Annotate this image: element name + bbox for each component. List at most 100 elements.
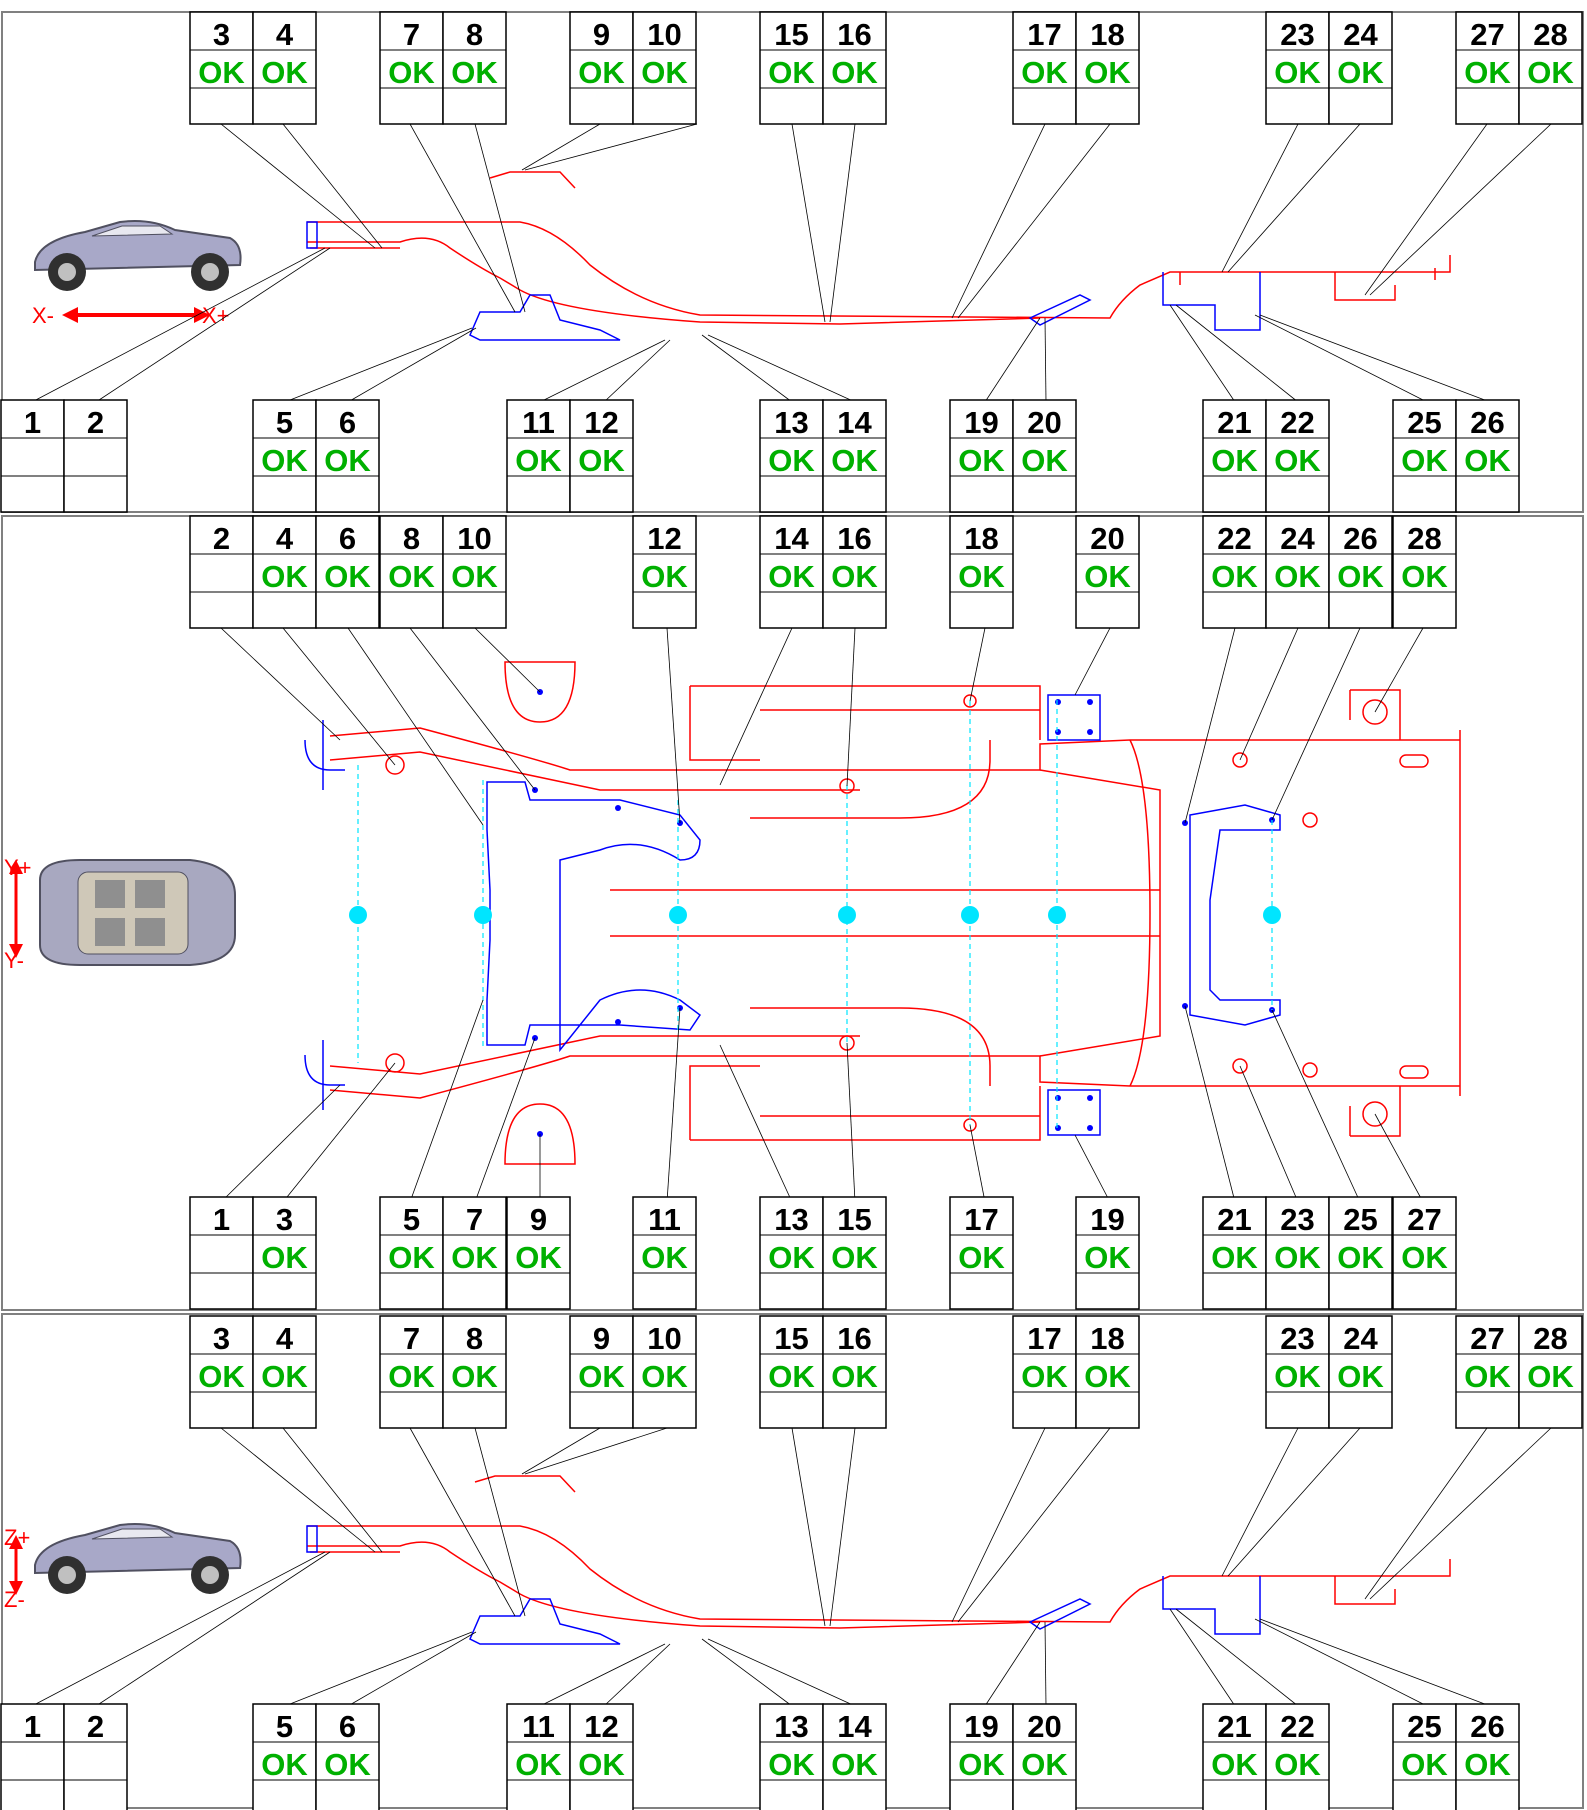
car-side-icon — [34, 220, 242, 291]
status-text: OK — [324, 1747, 371, 1782]
measurement-box-side_top-1: 1 — [0, 399, 65, 513]
status-text: OK — [831, 559, 878, 594]
box-frame — [759, 1315, 824, 1429]
point-number: 9 — [530, 1202, 547, 1237]
status-text: OK — [451, 1359, 498, 1394]
status-text: OK — [831, 1359, 878, 1394]
status-text: OK — [1084, 1240, 1131, 1275]
box-frame — [252, 1703, 317, 1810]
box-frame — [1328, 1196, 1393, 1310]
point-number: 7 — [403, 1321, 420, 1356]
measurement-box-plan-5: 5OK — [379, 1196, 444, 1310]
car-top-icon — [39, 859, 236, 966]
point-number: 1 — [24, 1709, 41, 1744]
point-number: 14 — [837, 405, 872, 440]
axis-label-z-minus: Z- — [4, 1587, 25, 1612]
point-number: 22 — [1217, 521, 1251, 556]
box-frame — [0, 1703, 65, 1810]
status-text: OK — [515, 1240, 562, 1275]
status-text: OK — [261, 443, 308, 478]
point-number: 14 — [774, 521, 809, 556]
measurement-box-side_top-6: 6OK — [315, 399, 380, 513]
point-number: 10 — [647, 1321, 681, 1356]
point-number: 23 — [1280, 17, 1314, 52]
status-text: OK — [768, 443, 815, 478]
box-frame — [252, 399, 317, 513]
point-number: 13 — [774, 1709, 808, 1744]
point-number: 10 — [457, 521, 491, 556]
status-text: OK — [451, 55, 498, 90]
status-text: OK — [1464, 443, 1511, 478]
point-number: 11 — [648, 1202, 681, 1237]
status-text: OK — [515, 443, 562, 478]
box-frame — [506, 1703, 571, 1810]
status-text: OK — [831, 443, 878, 478]
subframe-plan — [304, 694, 1281, 1136]
point-number: 20 — [1027, 405, 1061, 440]
box-frame — [1075, 1315, 1140, 1429]
measurement-box-side_top-8: 8OK — [442, 11, 507, 125]
point-number: 23 — [1280, 1202, 1314, 1237]
measurement-box-plan-2: 2 — [189, 515, 254, 629]
point-number: 8 — [403, 521, 420, 556]
point-number: 16 — [837, 521, 871, 556]
point-number: 6 — [339, 521, 356, 556]
status-text: OK — [578, 1359, 625, 1394]
status-text: OK — [1211, 1747, 1258, 1782]
box-frame — [1202, 1196, 1267, 1310]
point-number: 25 — [1343, 1202, 1377, 1237]
measurement-box-side_top-2: 2 — [63, 399, 128, 513]
status-text: OK — [261, 1747, 308, 1782]
status-text: OK — [1401, 1747, 1448, 1782]
point-number: 14 — [837, 1709, 872, 1744]
status-text: OK — [324, 559, 371, 594]
point-number: 7 — [466, 1202, 483, 1237]
leader-lines-plan — [220, 627, 1424, 1203]
axis-label-y-minus: Y- — [4, 948, 24, 973]
point-number: 26 — [1343, 521, 1377, 556]
point-number: 28 — [1533, 1321, 1567, 1356]
status-text: OK — [768, 1747, 815, 1782]
box-frame — [1265, 515, 1330, 629]
box-frame — [1392, 1196, 1457, 1310]
status-text: OK — [1274, 1240, 1321, 1275]
box-frame — [1265, 399, 1330, 513]
box-frame — [252, 1196, 317, 1310]
status-text: OK — [578, 443, 625, 478]
measurement-boxes: 3OK4OK7OK8OK9OK10OK15OK16OK17OK18OK23OK2… — [0, 11, 1583, 1810]
box-frame — [822, 399, 887, 513]
box-frame — [506, 1196, 571, 1310]
box-frame — [0, 399, 65, 513]
box-frame — [1455, 399, 1520, 513]
status-text: OK — [261, 1359, 308, 1394]
box-frame — [379, 515, 444, 629]
box-frame — [759, 1196, 824, 1310]
point-number: 18 — [964, 521, 998, 556]
status-text: OK — [1021, 443, 1068, 478]
measurement-box-side_bottom-5: 5OK — [252, 1703, 317, 1810]
box-frame — [822, 515, 887, 629]
point-number: 1 — [24, 405, 41, 440]
box-frame — [569, 1703, 634, 1810]
status-text: OK — [578, 1747, 625, 1782]
box-frame — [63, 399, 128, 513]
status-text: OK — [324, 443, 371, 478]
